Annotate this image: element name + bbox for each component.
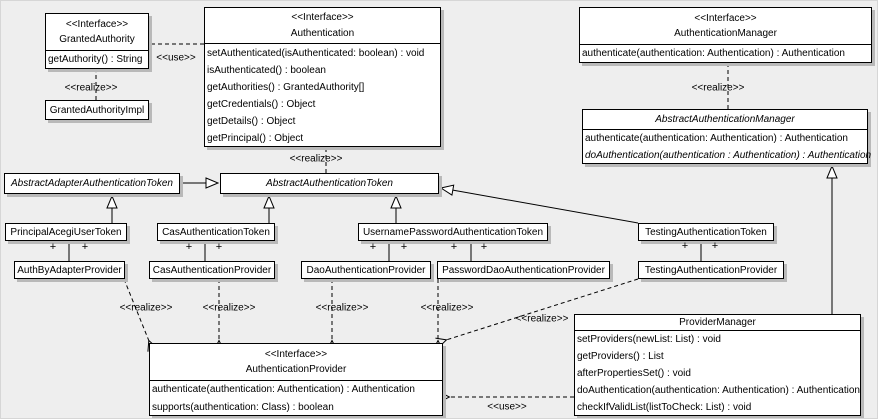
class-name: AuthenticationProvider [245,364,347,376]
use-label: <<use>> [487,401,527,413]
class-name: CasAuthenticationToken [162,226,270,238]
class-name: AbstractAuthenticationToken [266,178,393,189]
association-plus: + [215,241,223,253]
class-abstract-adapter-authentication-token: AbstractAdapterAuthenticationToken [4,173,180,194]
class-name: AuthenticationManager [674,28,777,40]
method-label: checkIfValidList(listToCheck: List) : vo… [577,402,752,413]
class-testing-authentication-provider: TestingAuthenticationProvider [638,261,784,279]
method-label: setProviders(newList: List) : void [577,334,721,345]
class-name: CasAuthenticationProvider [152,264,272,276]
association-plus: + [681,240,689,252]
class-name: TestingAuthenticationProvider [644,264,778,276]
class-name: Authentication [290,27,355,39]
association-plus: + [81,241,89,253]
class-provider-manager: ProviderManager setProviders(newList: Li… [574,314,861,416]
class-cas-authentication-provider: CasAuthenticationProvider [149,261,275,279]
method-label: authenticate(authentication: Authenticat… [585,133,848,144]
class-authentication-manager: <<Interface>> AuthenticationManager auth… [579,7,872,63]
stereotype-label: <<Interface>> [65,18,129,30]
method-label: getDetails() : Object [207,116,296,128]
realize-label: <<realize>> [691,82,745,94]
association-plus: + [400,241,408,253]
realize-label: <<realize>> [202,302,256,314]
realize-label: <<realize>> [64,82,118,94]
realize-label: <<realize>> [420,302,474,314]
realize-label: <<realize>> [315,302,369,314]
method-label: supports(authentication: Class) : boolea… [152,401,334,413]
association-plus: + [185,241,193,253]
class-abstract-authentication-manager: AbstractAuthenticationManager authentica… [582,109,872,164]
class-name: AbstractAuthenticationManager [655,114,795,125]
stereotype-label: <<Interface>> [291,12,354,24]
class-name: GrantedAuthorityImpl [49,104,145,116]
class-principal-acegi-user-token: PrincipalAcegiUserToken [5,223,127,241]
class-abstract-authentication-token: AbstractAuthenticationToken [220,173,439,194]
class-granted-authority-impl: GrantedAuthorityImpl [45,100,149,120]
class-testing-authentication-token: TestingAuthenticationToken [638,223,774,241]
class-dao-authentication-provider: DaoAuthenticationProvider [301,261,431,279]
stereotype-label: <<Interface>> [694,12,757,24]
class-auth-by-adapter-provider: AuthByAdapterProvider [14,261,125,279]
method-label: authenticate(authentication: Authenticat… [582,48,845,59]
association-plus: + [711,240,719,252]
association-plus: + [450,241,458,253]
class-name: GrantedAuthority [59,34,135,46]
class-password-dao-authentication-provider: PasswordDaoAuthenticationProvider [437,261,610,279]
class-name: AbstractAdapterAuthenticationToken [11,178,173,189]
realize-label: <<realize>> [515,313,569,325]
class-cas-authentication-token: CasAuthenticationToken [157,223,275,241]
method-label: getAuthorities() : GrantedAuthority[] [207,82,365,94]
method-label: setAuthenticated(isAuthenticated: boolea… [207,48,425,59]
method-label: getCredentials() : Object [207,99,316,111]
method-label: getAuthority() : String [48,54,143,65]
class-name: AuthByAdapterProvider [17,264,122,276]
realize-label: <<realize>> [289,153,343,165]
method-label: doAuthentication(authentication : Authen… [585,150,872,161]
class-name: PasswordDaoAuthenticationProvider [442,264,605,276]
method-label: getPrincipal() : Object [207,133,304,145]
method-label: isAuthenticated() : boolean [207,65,326,77]
realize-label: <<realize>> [119,302,173,314]
class-authentication: <<Interface>> Authentication setAuthenti… [204,7,441,147]
class-name: UsernamePasswordAuthenticationToken [362,226,544,238]
class-name: TestingAuthenticationToken [645,226,767,238]
association-plus: + [369,241,377,253]
class-username-password-authentication-token: UsernamePasswordAuthenticationToken [358,223,548,241]
stereotype-label: <<Interface>> [264,348,328,360]
association-plus: + [480,241,488,253]
class-name: DaoAuthenticationProvider [306,264,426,276]
class-granted-authority: <<Interface>> GrantedAuthority getAuthor… [45,13,149,69]
association-plus: + [49,241,57,253]
use-label: <<use>> [156,52,196,64]
edge-gen-testingauthenticationtoken [441,188,639,224]
method-label: authenticate(authentication: Authenticat… [152,384,415,395]
class-name: PrincipalAcegiUserToken [10,226,122,238]
class-name: ProviderManager [679,317,756,328]
method-label: doAuthentication(authentication: Authent… [577,385,860,396]
class-authentication-provider: <<Interface>> AuthenticationProvider aut… [149,343,443,416]
method-label: afterPropertiesSet() : void [577,368,691,379]
method-label: getProviders() : List [577,351,664,362]
